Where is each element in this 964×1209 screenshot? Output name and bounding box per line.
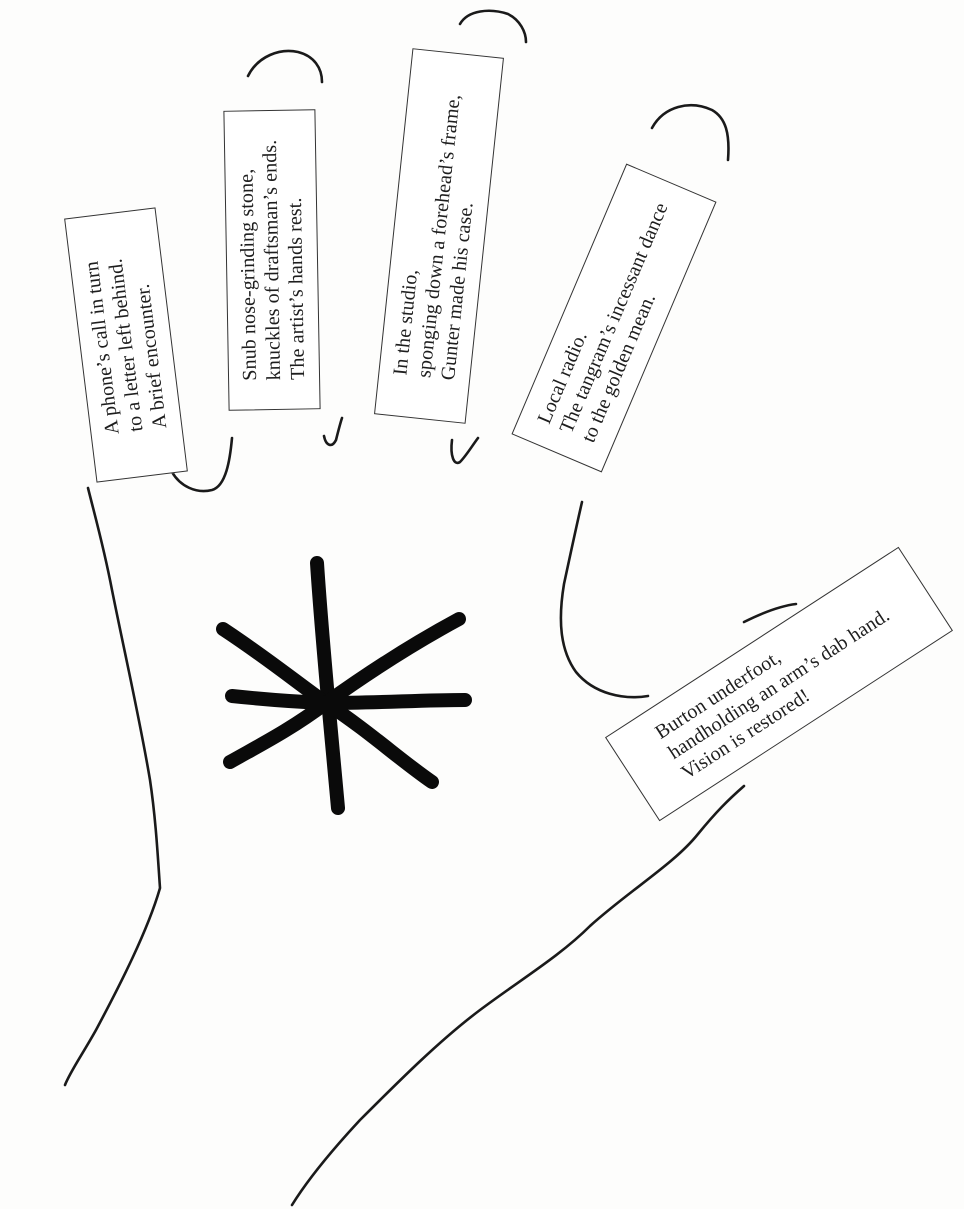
index-thumb-gap — [561, 502, 648, 697]
ring-middle-gap — [324, 418, 342, 445]
hand-right-edge — [292, 786, 744, 1205]
ring-poem-text: Snub nose-grinding stone, knuckles of dr… — [234, 139, 310, 381]
ring-poem-label: Snub nose-grinding stone, knuckles of dr… — [223, 109, 320, 411]
middle-index-gap — [451, 438, 478, 463]
middle-fingertip — [460, 11, 526, 42]
hand-left-edge — [65, 488, 160, 1085]
asterisk-icon — [223, 563, 465, 808]
index-fingertip — [652, 105, 728, 160]
pinky-poem-text: A phone’s call in turn to a letter left … — [80, 254, 173, 436]
middle-poem-text: In the studio, sponging down a forehead’… — [388, 91, 489, 382]
ring-fingertip — [248, 51, 322, 82]
ring-poem-line-2: knuckles of draftsman’s ends. — [258, 139, 286, 380]
ring-poem-line-3: The artist’s hands rest. — [282, 139, 310, 380]
